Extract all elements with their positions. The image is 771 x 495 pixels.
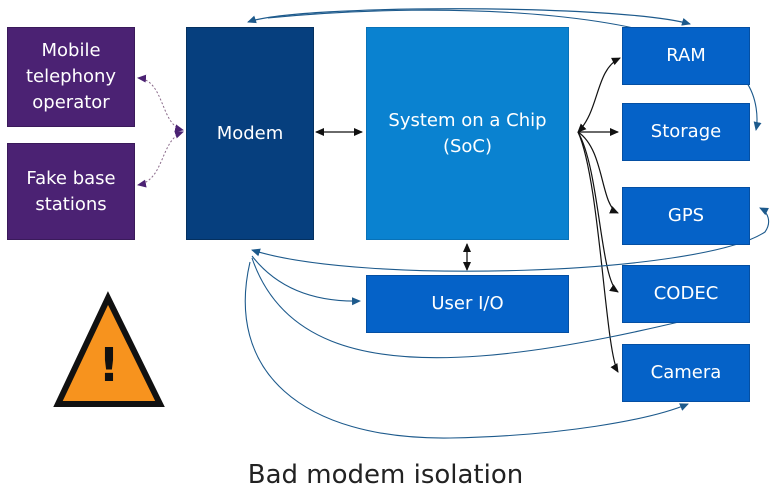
link-fakebase-modem xyxy=(137,130,184,188)
soc-box: System on a Chip (SoC) xyxy=(366,27,569,240)
user-io-box: User I/O xyxy=(366,275,569,333)
link-modem-ram xyxy=(247,8,691,26)
mobile-operator-box: Mobile telephony operator xyxy=(7,27,135,127)
link-operator-modem xyxy=(137,74,184,133)
ram-box: RAM xyxy=(622,27,750,85)
caption: Bad modem isolation xyxy=(247,460,524,490)
link-modem-camera xyxy=(244,261,689,439)
link-soc-camera xyxy=(577,131,619,373)
link-modem-gps xyxy=(251,207,770,272)
modem-box: Modem xyxy=(186,27,314,240)
link-modem-userio xyxy=(251,255,361,306)
camera-box: Camera xyxy=(622,344,750,402)
link-soc-ram xyxy=(577,57,621,133)
link-soc-codec xyxy=(577,131,619,293)
link-modem-codec xyxy=(251,257,749,359)
warning-symbol: ! xyxy=(99,338,120,392)
codec-box: CODEC xyxy=(622,265,750,323)
fake-base-stations-box: Fake base stations xyxy=(7,143,135,240)
warning-triangle-icon: ! xyxy=(53,291,165,407)
storage-box: Storage xyxy=(622,103,750,161)
gps-box: GPS xyxy=(622,187,750,245)
